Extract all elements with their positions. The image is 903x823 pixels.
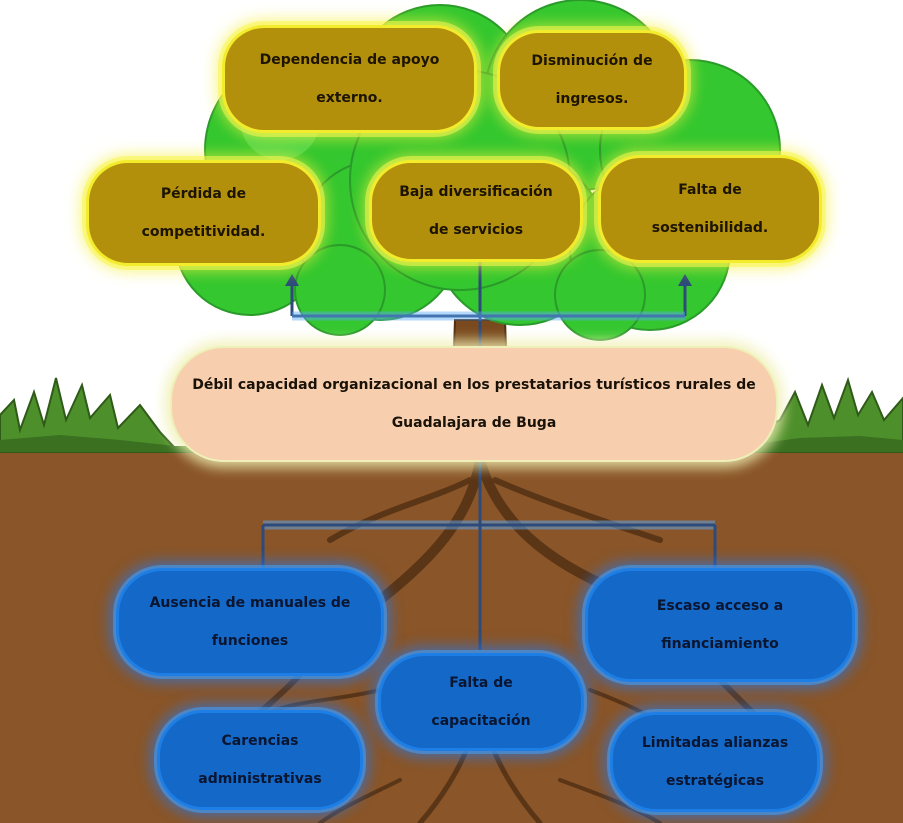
effect-perdida-competitividad: Pérdida de competitividad.: [86, 160, 321, 266]
cause-carencias-line2: administrativas: [198, 771, 322, 787]
effect-dependencia-line2: externo.: [316, 90, 383, 106]
central-problem-line1: Débil capacidad organizacional en los pr…: [192, 377, 756, 393]
effect-dependencia-apoyo-externo: Dependencia de apoyo externo.: [222, 25, 477, 133]
effect-falta-sostenibilidad: Falta de sostenibilidad.: [598, 155, 822, 263]
arrow-up-left-icon: [285, 274, 299, 286]
effect-falta-sostenibilidad-line1: Falta de: [678, 182, 742, 198]
cause-falta-capacitacion: Falta de capacitación: [378, 653, 584, 751]
cause-carencias-administrativas: Carencias administrativas: [157, 710, 363, 810]
cause-falta-capacitacion-line1: Falta de: [449, 675, 513, 691]
effect-falta-sostenibilidad-line2: sostenibilidad.: [651, 220, 769, 236]
effect-disminucion-ingresos: Disminución de ingresos.: [497, 30, 687, 130]
cause-escaso-line1: Escaso acceso a: [656, 598, 784, 614]
cause-connectors: [261, 462, 717, 650]
cause-limitadas-line2: estratégicas: [666, 773, 764, 789]
cause-limitadas-alianzas: Limitadas alianzas estratégicas: [610, 712, 820, 812]
effect-perdida-line1: Pérdida de: [160, 186, 247, 202]
effect-baja-diversificacion: Baja diversificación de servicios: [369, 160, 583, 262]
effect-disminucion-line2: ingresos.: [555, 91, 629, 107]
cause-falta-capacitacion-line2: capacitación: [431, 713, 531, 729]
effect-perdida-line2: competitividad.: [141, 224, 266, 240]
effect-baja-line1: Baja diversificación: [399, 184, 553, 200]
cause-escaso-line2: financiamiento: [661, 636, 779, 652]
central-problem: Débil capacidad organizacional en los pr…: [170, 346, 778, 462]
cause-limitadas-line1: Limitadas alianzas: [641, 735, 789, 751]
effect-disminucion-line1: Disminución de: [531, 53, 653, 69]
cause-ausencia-manuales: Ausencia de manuales de funciones: [116, 568, 384, 676]
cause-ausencia-line1: Ausencia de manuales de: [149, 595, 351, 611]
central-problem-line2: Guadalajara de Buga: [391, 415, 557, 431]
effect-baja-line2: de servicios: [428, 222, 524, 238]
cause-escaso-acceso-financiamiento: Escaso acceso a financiamiento: [585, 568, 855, 682]
arrow-up-right-icon: [678, 274, 692, 286]
cause-carencias-line1: Carencias: [221, 733, 299, 749]
cause-ausencia-line2: funciones: [211, 633, 289, 649]
effect-dependencia-line1: Dependencia de apoyo: [259, 52, 440, 68]
